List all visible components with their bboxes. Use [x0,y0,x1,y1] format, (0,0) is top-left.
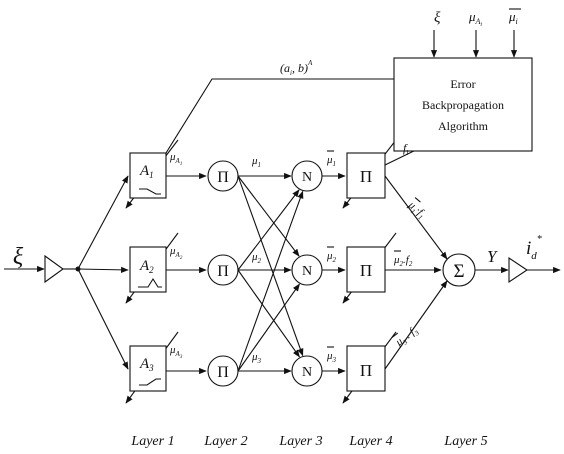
membership-box-a1: A1 μA1 [129,151,182,199]
error-block-param-feedback-line [165,78,394,154]
rule-3-to-sum-arrow [384,280,448,370]
param-ab-label: (ai, b)A [280,59,313,77]
membership-box-a3: A3 μA3 [129,344,183,392]
normalize-symbol-2: N [302,264,312,279]
error-block-line-1: Error [450,77,475,91]
summation-node [442,253,476,287]
rule-product-symbol-2: Π [360,261,372,280]
junction-to-a2-arrow [77,266,129,273]
product-1-to-normalize-3-arrow [237,175,304,357]
normalize-symbol-1: N [302,170,312,185]
normalize-symbol-3: N [302,365,312,380]
product-node-1: Π μ1 [207,155,261,192]
error-block-line-2: Backpropagation [422,98,504,112]
error-backpropagation-block: Error Backpropagation Algorithm ξ μAi μi… [280,8,533,157]
product-2-to-normalize-1-arrow [237,189,300,271]
junction-to-a3-arrow [77,268,129,370]
weighted-output-overline-1 [414,197,421,203]
weighted-output-label-3: μ3 . f3 [393,324,422,351]
z-shape-membership-icon [139,188,161,195]
membership-label-a1: A1 [139,163,154,180]
layer-label-5: Layer 5 [443,434,487,449]
product-output-label-3: μ3 [251,351,262,365]
junction-to-a1-arrow [77,175,129,270]
error-input-mu-bar-label: μi [508,9,518,26]
normalize-node-3: N μ3 [291,346,337,387]
product-node-2: Π μ2 [207,251,262,286]
membership-box-a2: A2 μA2 [129,245,183,293]
product-output-label-2: μ2 [251,251,262,265]
output-label-a2: μA2 [169,245,183,261]
product-node-3: Π μ3 [207,351,262,387]
rule-product-box-3: Π [346,345,386,392]
output-id-symbol: id* [526,234,542,262]
product-symbol-3: Π [217,364,229,381]
summation-symbol: Σ [453,261,464,282]
rule-product-symbol-3: Π [360,361,372,380]
product-2-to-normalize-3-arrow [237,269,300,358]
membership-label-a3: A3 [139,356,154,373]
membership-label-a2: A2 [139,258,154,275]
product-3-to-normalize-2-arrow [237,283,300,372]
normalize-output-label-3: μ3 [326,350,337,364]
rule-product-box-2: Π [346,246,386,293]
product-symbol-1: Π [217,169,229,186]
normalize-output-label-2: μ2 [326,250,337,264]
input-junction [75,266,81,272]
rule-product-box-1: Π [346,152,386,199]
layer-1: A1 μA1 A2 μA2 A3 μA3 [129,151,183,392]
error-block-rect [393,57,533,152]
layer-label-2: Layer 2 [203,434,247,449]
weighted-output-label-2: μ2.f2 [393,254,413,268]
f-i-label: fi [403,141,408,157]
normalize-node-2: N μ2 [291,246,337,286]
error-input-xi-label: ξ [434,10,441,26]
layer-label-3: Layer 3 [278,434,322,449]
weighted-output-overline-3 [391,332,399,338]
product-3-to-normalize-1-arrow [237,190,304,372]
input-amplifier-triangle [44,254,64,284]
product-output-label-1: μ1 [251,155,261,169]
layer-label-4: Layer 4 [348,434,392,449]
input-symbol: ξ [13,244,24,270]
rule-1-to-sum-arrow [384,175,448,260]
output-y-symbol: Y [487,247,498,266]
triangle-membership-icon [138,277,162,288]
layer-labels: Layer 1 Layer 2 Layer 3 Layer 4 Layer 5 [130,434,487,449]
product-symbol-2: Π [217,263,229,280]
weighted-output-label-1: μ1·f1 [404,198,428,221]
layer-5: Σ [442,253,476,287]
output-label-a1: μA1 [169,151,182,167]
output-amplifier-triangle [508,256,528,284]
product-1-to-normalize-2-arrow [237,175,300,257]
normalize-output-label-1: μ1 [326,154,336,168]
normalize-node-1: N μ1 [291,150,336,192]
error-block-line-3: Algorithm [438,119,489,133]
rule-product-symbol-1: Π [360,167,372,186]
output-label-a3: μA3 [169,344,183,360]
layer-4: Π Π Π μ1·f1 μ2.f2 μ3 . f3 [346,152,428,392]
layer-3: N μ1 N μ2 N μ3 [291,150,337,387]
error-input-mu-a-label: μAi [468,9,482,28]
layer-label-1: Layer 1 [130,434,174,449]
layer-2: Π μ1 Π μ2 Π μ3 [207,155,262,387]
s-shape-membership-icon [139,378,161,386]
